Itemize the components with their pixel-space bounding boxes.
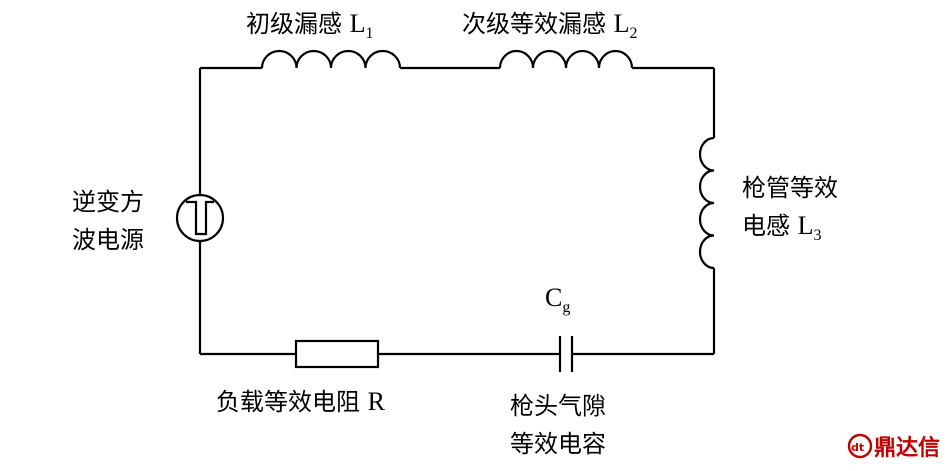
square-wave-source	[175, 193, 225, 243]
label-capacitor-symbol: Cg	[545, 283, 570, 316]
label-l2: 次级等效漏感 L2	[462, 9, 638, 42]
watermark-icon	[847, 433, 873, 459]
inductor-l2	[498, 49, 634, 69]
label-source-line2: 波电源	[72, 226, 144, 254]
watermark-text: 鼎达信	[874, 435, 940, 461]
label-l1: 初级漏感 L1	[246, 9, 374, 42]
label-source-line1: 逆变方	[72, 188, 144, 216]
inductor-l1	[260, 49, 402, 69]
capacitor-cg	[558, 336, 574, 372]
label-capacitor-line1: 枪头气隙	[510, 392, 606, 420]
resistor-r	[294, 339, 380, 369]
label-resistor: 负载等效电阻 R	[216, 387, 386, 416]
watermark-icon-text: dt	[851, 441, 864, 454]
circuit-wires	[198, 66, 716, 356]
source-circle	[175, 193, 225, 243]
label-capacitor-line2: 等效电容	[510, 430, 606, 458]
square-wave-icon	[186, 200, 214, 236]
watermark-logo: dt 鼎达信	[847, 433, 940, 461]
inductor-l3	[698, 136, 715, 270]
label-l3-line2: 电感 L3	[742, 211, 822, 244]
label-l3-line1: 枪管等效	[742, 174, 838, 202]
